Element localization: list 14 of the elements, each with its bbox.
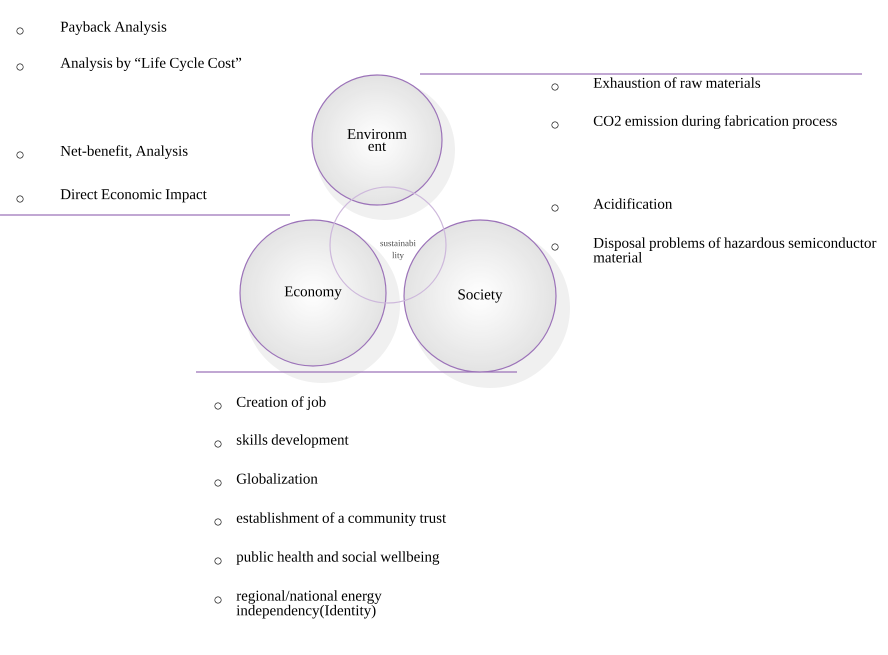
list-item: Exhaustion of raw materials xyxy=(594,77,760,88)
list-item: Net-benefit, Analysis xyxy=(60,145,188,159)
list-item: establishment of a community trust xyxy=(236,512,446,526)
list-item: Acidification xyxy=(593,198,672,209)
list-item: Payback Analysis xyxy=(60,21,166,35)
list-item: skills development xyxy=(236,434,349,448)
list-item: Disposal problems of hazardous semiconductor material xyxy=(594,237,876,262)
list-item: Direct Economic Impact xyxy=(60,189,207,202)
list-item: Analysis by “Life Cycle Cost” xyxy=(60,57,242,71)
list-item: Creation of job xyxy=(236,396,326,410)
list-item: public health and social wellbeing xyxy=(236,551,440,565)
list-item: Globalization xyxy=(236,473,318,484)
list-item: CO2 emission during fabrication process xyxy=(594,115,837,129)
list-item: regional/national energy independency(Identity) xyxy=(236,590,382,618)
